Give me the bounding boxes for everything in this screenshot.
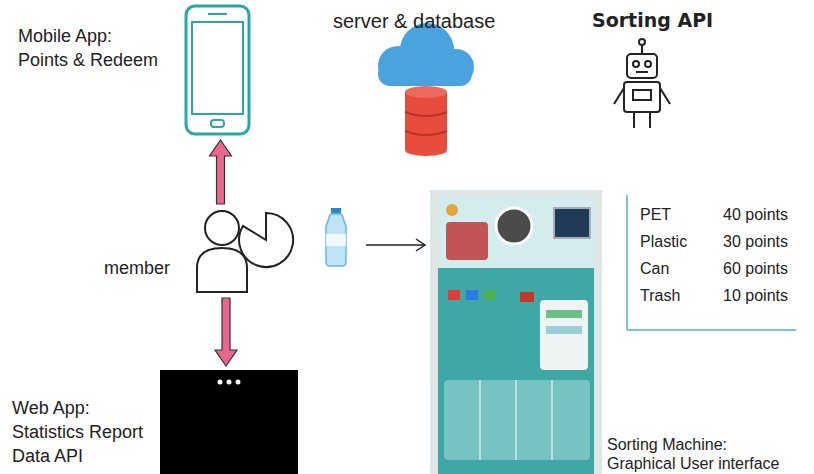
drop-arrow [366,239,425,251]
web-app-node: Web App:Statistics ReportData API [160,370,298,474]
node-text: Mobile App: [18,26,112,47]
node-text: Points & Redeem [18,50,158,71]
connector-arrow [210,140,232,204]
table-cell: Can [640,260,669,278]
node-text: Data API [12,446,83,467]
node-text: member [104,258,170,279]
table-cell: Plastic [640,233,687,251]
table-cell: 60 points [723,260,788,278]
node-text: Statistics Report [12,422,143,443]
table-cell: 10 points [723,287,788,305]
table-bracket [627,195,796,330]
robot-icon [614,39,670,128]
api-label: Sorting API [592,10,713,32]
arrow-shape [210,140,232,204]
bottle-icon [326,208,346,266]
node-text: Sorting Machine: [607,436,727,454]
database-icon [405,86,447,156]
table-cell: PET [640,206,671,224]
sorting-machine-node: Sorting Machine:Graphical User interface [430,190,602,474]
server-label: server & database [333,10,495,33]
table-cell: 40 points [723,206,788,224]
cloud-icon [378,23,474,86]
machine-photo [430,190,602,474]
table-cell: 30 points [723,233,788,251]
connector-arrow [215,298,237,366]
arrow-shape [215,298,237,366]
phone-icon [186,6,249,134]
member-node: member [194,208,252,294]
window-dots [160,370,298,474]
node-text: Web App: [12,398,90,419]
mobile-app-node: Mobile App:Points & Redeem [185,5,251,136]
node-text: Graphical User interface [607,455,780,473]
person-icon [197,211,293,292]
table-cell: Trash [640,287,680,305]
